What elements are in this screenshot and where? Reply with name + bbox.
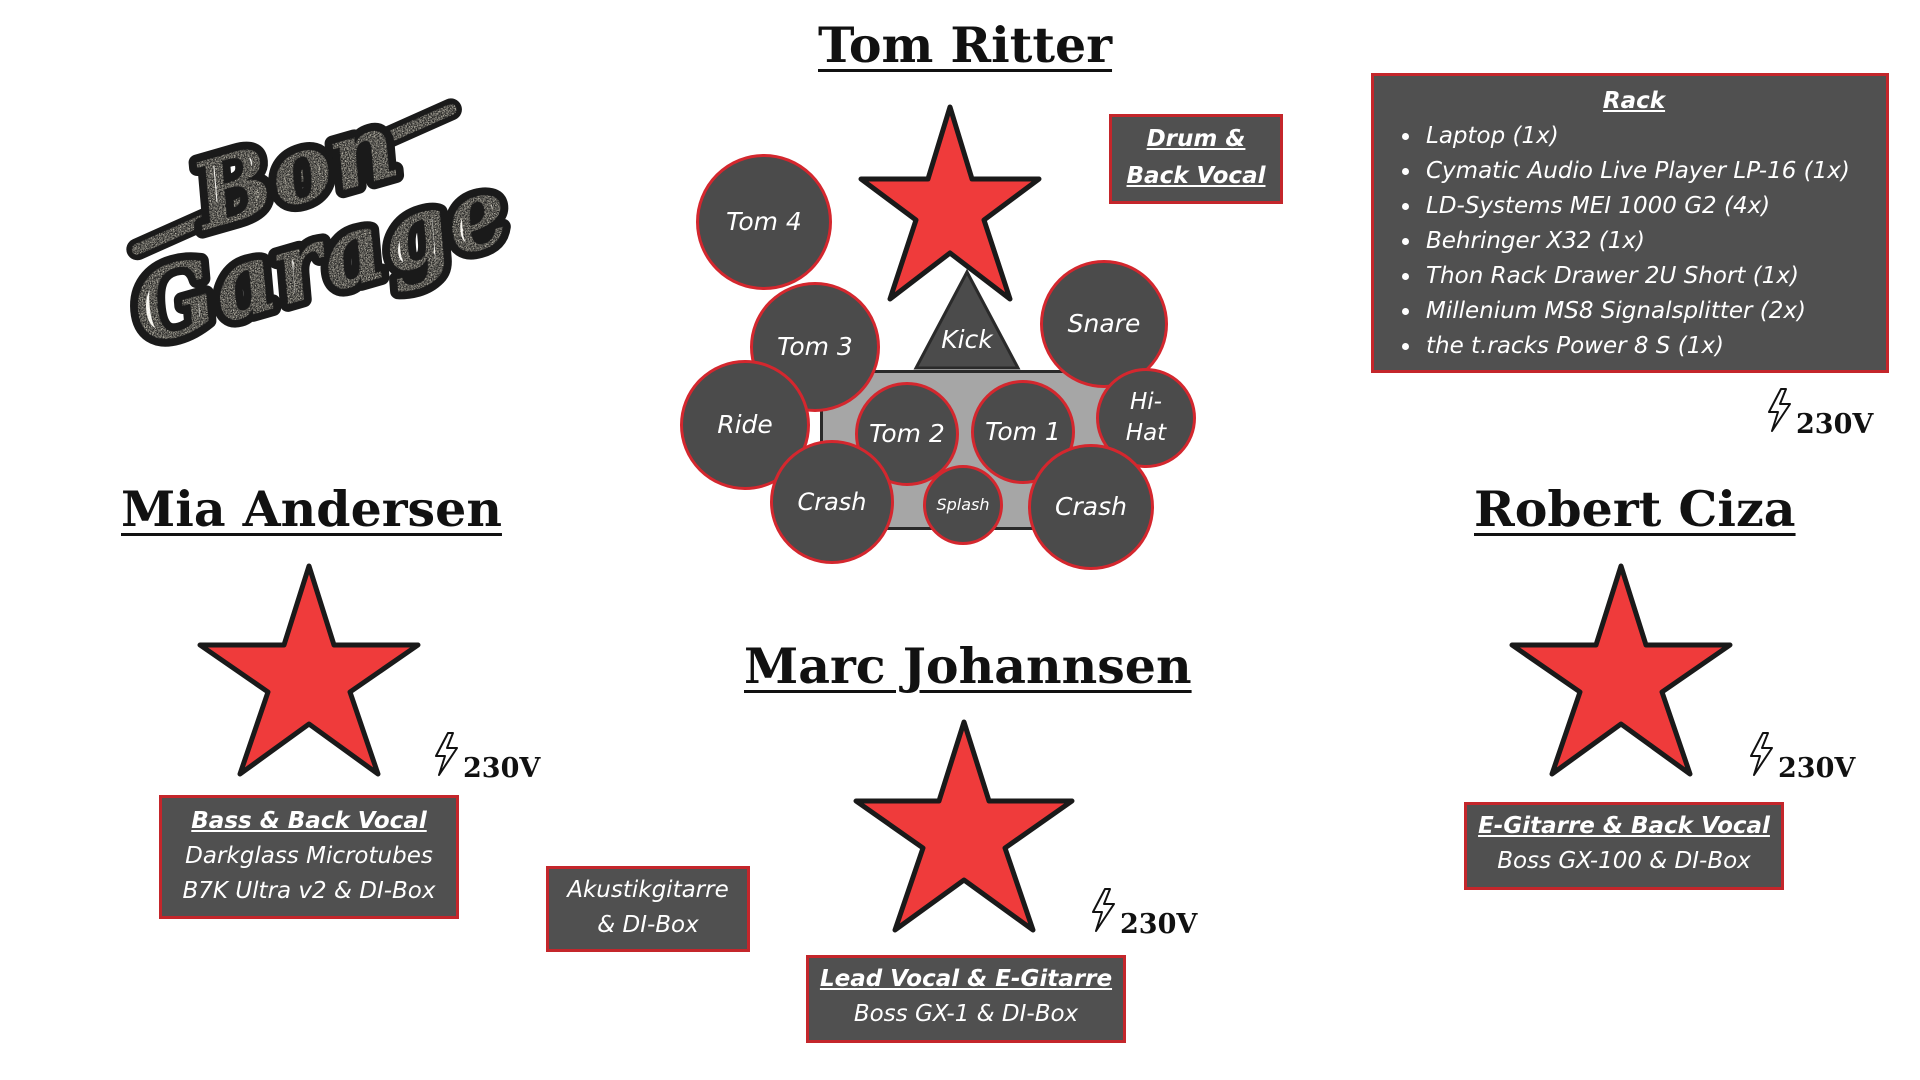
lead-role-label: Lead Vocal & E-Gitarre — [819, 966, 1113, 992]
rack-item: the t.racks Power 8 S (1x) — [1422, 329, 1872, 364]
svg-text:Kick: Kick — [941, 325, 994, 354]
star-icon — [1509, 563, 1733, 777]
drums-role-label: Drum &Back Vocal — [1126, 126, 1266, 189]
rack-item: Millenium MS8 Signalsplitter (2x) — [1422, 294, 1872, 329]
power-label: 230V — [1120, 909, 1198, 940]
drums-role-box: Drum &Back Vocal — [1109, 114, 1283, 204]
drum-tom-2: Tom 2 — [855, 382, 959, 486]
lead-power: 230V — [1088, 887, 1197, 940]
bass-gear-line: Darkglass Microtubes — [185, 843, 433, 869]
rack-item: Cymatic Audio Live Player LP-16 (1x) — [1422, 154, 1872, 189]
lightning-bolt-icon — [1092, 888, 1115, 932]
star-icon — [858, 104, 1042, 302]
cymbal-crash-right: Crash — [1028, 444, 1154, 570]
rack-item: LD-Systems MEI 1000 G2 (4x) — [1422, 189, 1872, 224]
rack-power: 230V — [1764, 387, 1873, 440]
guitar-role-box: E-Gitarre & Back Vocal Boss GX-100 & DI-… — [1464, 802, 1784, 890]
lightning-bolt-icon — [435, 732, 458, 776]
star-icon — [197, 563, 421, 777]
rack-item: Behringer X32 (1x) — [1422, 224, 1872, 259]
rack-item: Laptop (1x) — [1422, 119, 1872, 154]
musician-name-lead: Marc Johannsen — [744, 637, 1192, 695]
musician-name-bass: Mia Andersen — [121, 480, 502, 538]
acoustic-guitar-box: Akustikgitarre & DI-Box — [546, 866, 750, 952]
bass-power: 230V — [431, 731, 540, 784]
drum-snare: Snare — [1040, 260, 1168, 388]
bass-role-box: Bass & Back Vocal Darkglass Microtubes B… — [159, 795, 459, 919]
guitar-gear-line: Boss GX-100 & DI-Box — [1497, 848, 1751, 874]
power-label: 230V — [1778, 753, 1856, 784]
rack-title: Rack — [1602, 88, 1666, 114]
acoustic-line: & DI-Box — [597, 912, 699, 938]
lightning-bolt-icon — [1750, 732, 1773, 776]
kick-drum: Kick — [913, 268, 1021, 370]
acoustic-line: Akustikgitarre — [567, 877, 729, 903]
lead-gear-line: Boss GX-1 & DI-Box — [853, 1001, 1079, 1027]
cymbal-crash-left: Crash — [770, 440, 894, 564]
drum-tom-4: Tom 4 — [696, 154, 832, 290]
bass-gear-line: B7K Ultra v2 & DI-Box — [182, 878, 436, 904]
bon-garage-logo: Bon Bon Garage Garage — [111, 83, 528, 372]
lead-role-box: Lead Vocal & E-Gitarre Boss GX-1 & DI-Bo… — [806, 955, 1126, 1043]
guitar-role-label: E-Gitarre & Back Vocal — [1478, 813, 1770, 839]
musician-name-drums: Tom Ritter — [818, 16, 1113, 74]
power-label: 230V — [1796, 409, 1874, 440]
guitar-power: 230V — [1746, 731, 1855, 784]
rack-item: Thon Rack Drawer 2U Short (1x) — [1422, 259, 1872, 294]
cymbal-splash: Splash — [923, 465, 1003, 545]
lightning-bolt-icon — [1768, 388, 1791, 432]
rack-box: Rack Laptop (1x) Cymatic Audio Live Play… — [1371, 73, 1889, 373]
bass-role-label: Bass & Back Vocal — [191, 808, 427, 834]
rack-item-list: Laptop (1x) Cymatic Audio Live Player LP… — [1396, 119, 1872, 364]
power-label: 230V — [463, 753, 541, 784]
musician-name-guitar: Robert Ciza — [1474, 480, 1796, 538]
star-icon — [853, 719, 1075, 933]
